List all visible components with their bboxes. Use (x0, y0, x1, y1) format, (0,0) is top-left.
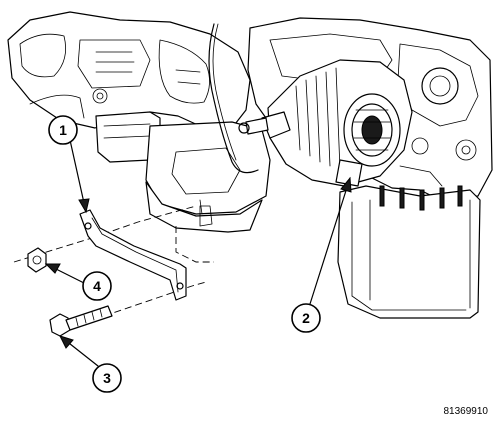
callout-leaders (44, 139, 352, 367)
callout-2-number: 2 (302, 310, 310, 326)
callout-1-number: 1 (59, 122, 67, 138)
callout-3: 3 (92, 363, 122, 393)
figure-id: 81369910 (444, 406, 489, 417)
generator (238, 59, 413, 187)
callout-3-number: 3 (103, 370, 111, 386)
bracket (79, 209, 187, 301)
callout-1: 1 (48, 115, 78, 145)
callout-2: 2 (291, 303, 321, 333)
nut (27, 247, 47, 273)
callout-4: 4 (82, 271, 112, 301)
engine-block (7, 11, 493, 319)
callout-4-number: 4 (93, 278, 101, 294)
bolt (49, 305, 113, 337)
oil-pan-bolts (379, 185, 463, 211)
